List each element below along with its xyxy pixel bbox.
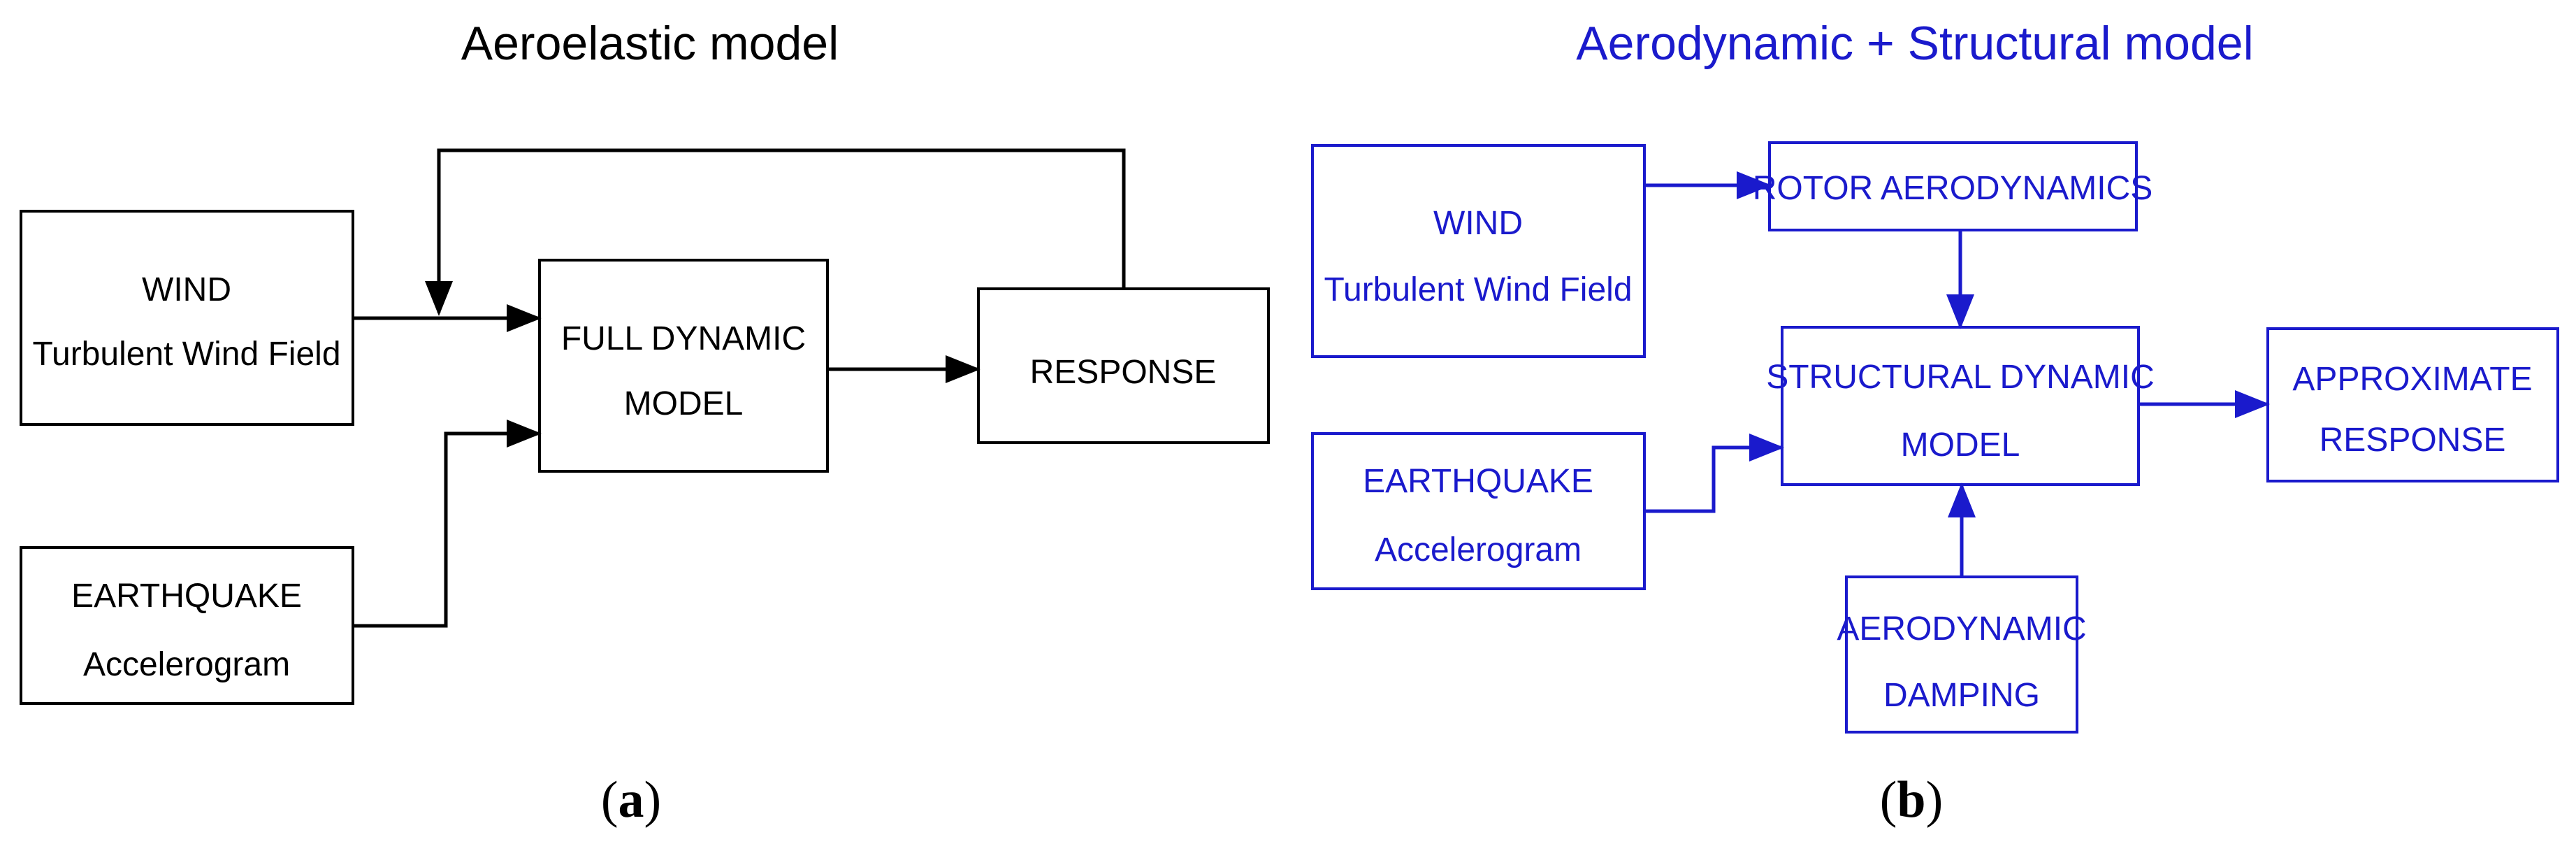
damping-line1: AERODYNAMIC [1837,610,2086,648]
earthquake-to-structural-arrow [1644,434,1784,513]
structural-dynamic-model-box: STRUCTURAL DYNAMIC MODEL [1766,326,2155,486]
panel-b: Aerodynamic + Structural model WIND Turb… [1311,17,2559,829]
wind-box-a-line2: Turbulent Wind Field [32,336,340,373]
approx-line1: APPROXIMATE [2292,361,2532,398]
full-dynamic-model-box: FULL DYNAMIC MODEL [538,259,829,473]
wind-box-b: WIND Turbulent Wind Field [1311,144,1646,358]
earthquake-box-a-line1: EARTHQUAKE [71,578,302,615]
full-model-line2: MODEL [624,385,744,422]
response-box: RESPONSE [977,287,1270,444]
panel-b-caption: (b) [1880,771,1943,829]
earthquake-box-b-line1: EARTHQUAKE [1363,463,1593,500]
structural-line2: MODEL [1901,427,2020,464]
structural-line1: STRUCTURAL DYNAMIC [1766,359,2155,396]
response-line1: RESPONSE [1030,354,1217,391]
panel-b-title: Aerodynamic + Structural model [1576,17,2253,70]
panel-a-title: Aeroelastic model [461,17,839,70]
panel-a: Aeroelastic model WIND Turbulent Wind Fi… [20,17,1270,829]
earthquake-to-model-arrow [353,420,542,628]
earthquake-box-b-line2: Accelerogram [1375,531,1582,568]
rotor-line1: ROTOR AERODYNAMICS [1753,170,2153,207]
approximate-response-box: APPROXIMATE RESPONSE [2266,327,2559,482]
rotor-aerodynamics-box: ROTOR AERODYNAMICS [1753,141,2153,231]
damping-line2: DAMPING [1883,677,2040,714]
earthquake-box-b: EARTHQUAKE Accelerogram [1311,432,1646,590]
full-model-line1: FULL DYNAMIC [561,320,806,357]
feedback-loop-line [425,148,1126,316]
wind-box-b-line2: Turbulent Wind Field [1324,271,1632,308]
aerodynamic-damping-box: AERODYNAMIC DAMPING [1837,575,2087,734]
earthquake-box-a: EARTHQUAKE Accelerogram [20,546,354,705]
approx-line2: RESPONSE [2320,422,2506,459]
wind-box-a-line1: WIND [142,271,231,308]
wind-box-b-line1: WIND [1433,205,1523,242]
earthquake-box-a-line2: Accelerogram [83,646,290,683]
panel-a-caption: (a) [601,771,661,829]
wind-box-a: WIND Turbulent Wind Field [20,210,354,426]
